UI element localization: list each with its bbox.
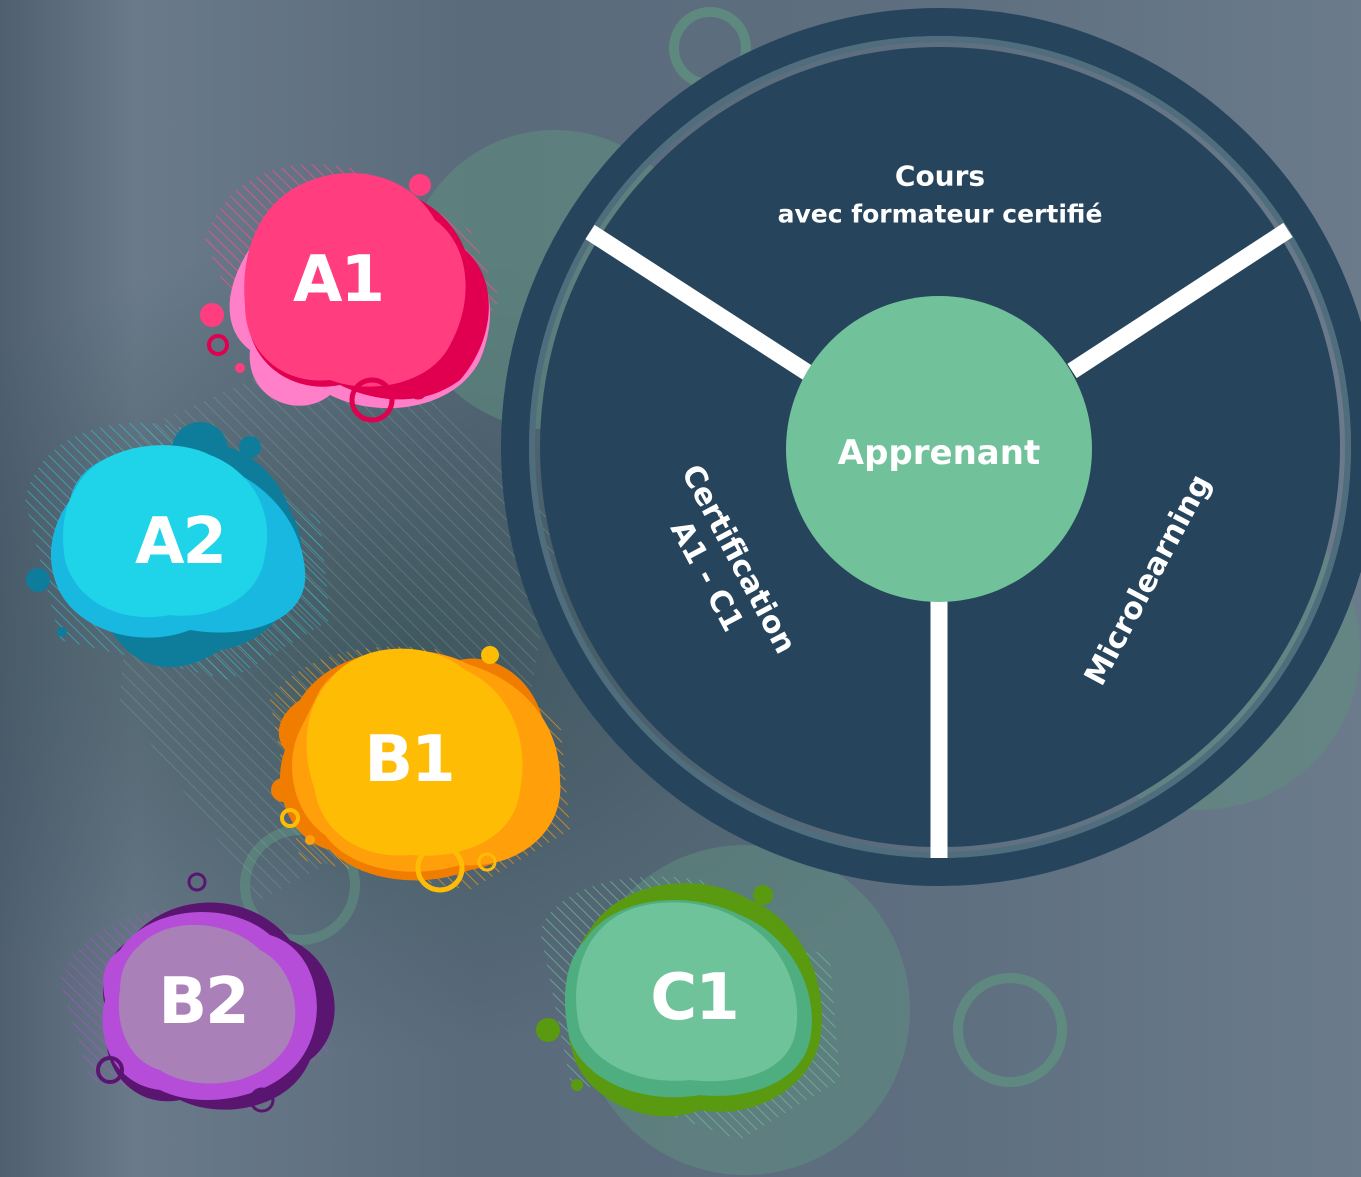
level-blob-a1 [200, 164, 500, 423]
level-label-a2: A2 [134, 505, 227, 579]
center-circle [786, 296, 1092, 602]
level-blob-a2 [25, 422, 330, 680]
center-label: Apprenant [837, 433, 1041, 473]
level-blob-b2 [60, 872, 335, 1113]
segment-top-line1: Cours [894, 159, 986, 193]
learning-wheel [501, 8, 1361, 886]
level-label-b1: B1 [364, 723, 455, 797]
level-blob-b1 [270, 646, 570, 893]
divider-left [585, 224, 813, 381]
level-label-b2: B2 [158, 965, 249, 1039]
wheel-outer-ring [501, 8, 1361, 886]
segment-top-line2: avec formateur certifié [777, 199, 1103, 229]
level-label-a1: A1 [292, 243, 385, 317]
deco-ring-2 [953, 973, 1067, 1087]
level-blob-c1 [536, 876, 840, 1140]
level-label-c1: C1 [650, 961, 739, 1035]
divider-right [1067, 222, 1293, 379]
